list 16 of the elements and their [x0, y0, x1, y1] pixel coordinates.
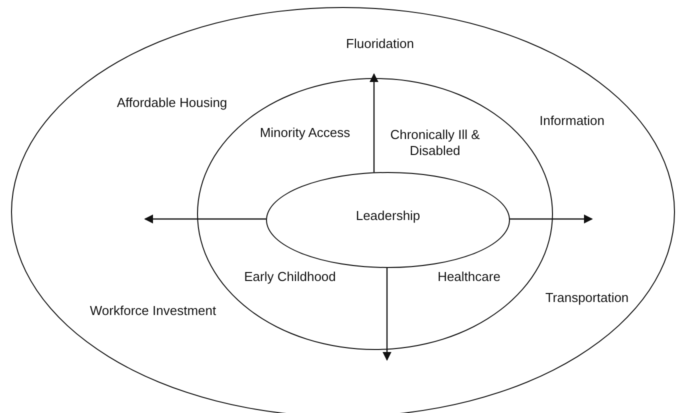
ellipse	[266, 172, 510, 268]
ring-label: Workforce Investment	[90, 302, 216, 320]
ring-label: Healthcare	[438, 268, 500, 286]
ring-label: Information	[539, 112, 605, 130]
ring-label: Fluoridation	[346, 36, 414, 52]
ellipse	[11, 7, 675, 413]
center-label: Leadership	[356, 208, 420, 224]
arrow	[370, 73, 378, 172]
ring-label: Affordable Housing	[116, 94, 228, 112]
arrow	[144, 214, 266, 224]
ring-label: Early Childhood	[244, 268, 336, 286]
ring-label: Transportation	[545, 290, 629, 306]
arrow	[382, 268, 392, 361]
arrow	[510, 214, 593, 224]
ring-label: Chronically Ill & Disabled	[389, 126, 481, 160]
ring-label: Minority Access	[260, 124, 350, 142]
